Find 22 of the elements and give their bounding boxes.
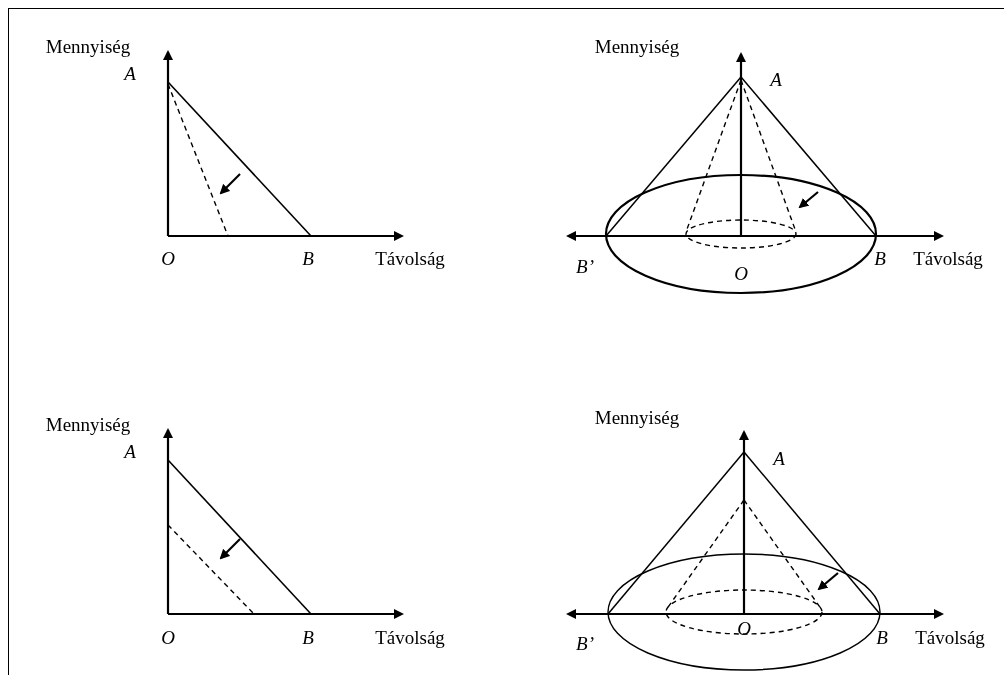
axis-label: B	[874, 248, 886, 268]
axis-label: Mennyiség	[45, 414, 131, 434]
axis-label: B	[302, 627, 314, 647]
axis-label: O	[734, 263, 748, 283]
axis-label: A	[124, 63, 136, 83]
axis-label: B’	[576, 633, 594, 653]
axis-label: A	[770, 69, 782, 89]
axis-label: Mennyiség	[594, 36, 680, 56]
axis-label: Távolság	[375, 627, 445, 647]
axis-label: O	[161, 627, 175, 647]
axis-label: B’	[576, 256, 594, 276]
axis-label: Távolság	[915, 627, 985, 647]
axis-label: B	[302, 248, 314, 268]
axis-label: Mennyiség	[594, 407, 680, 427]
axis-label: A	[124, 441, 136, 461]
axis-label: B	[876, 627, 888, 647]
axis-label: A	[773, 448, 785, 468]
axis-label: Távolság	[375, 248, 445, 268]
axis-label: Távolság	[913, 248, 983, 268]
axis-label: Mennyiség	[45, 36, 131, 56]
axis-label: O	[737, 618, 751, 638]
axis-label: O	[161, 248, 175, 268]
